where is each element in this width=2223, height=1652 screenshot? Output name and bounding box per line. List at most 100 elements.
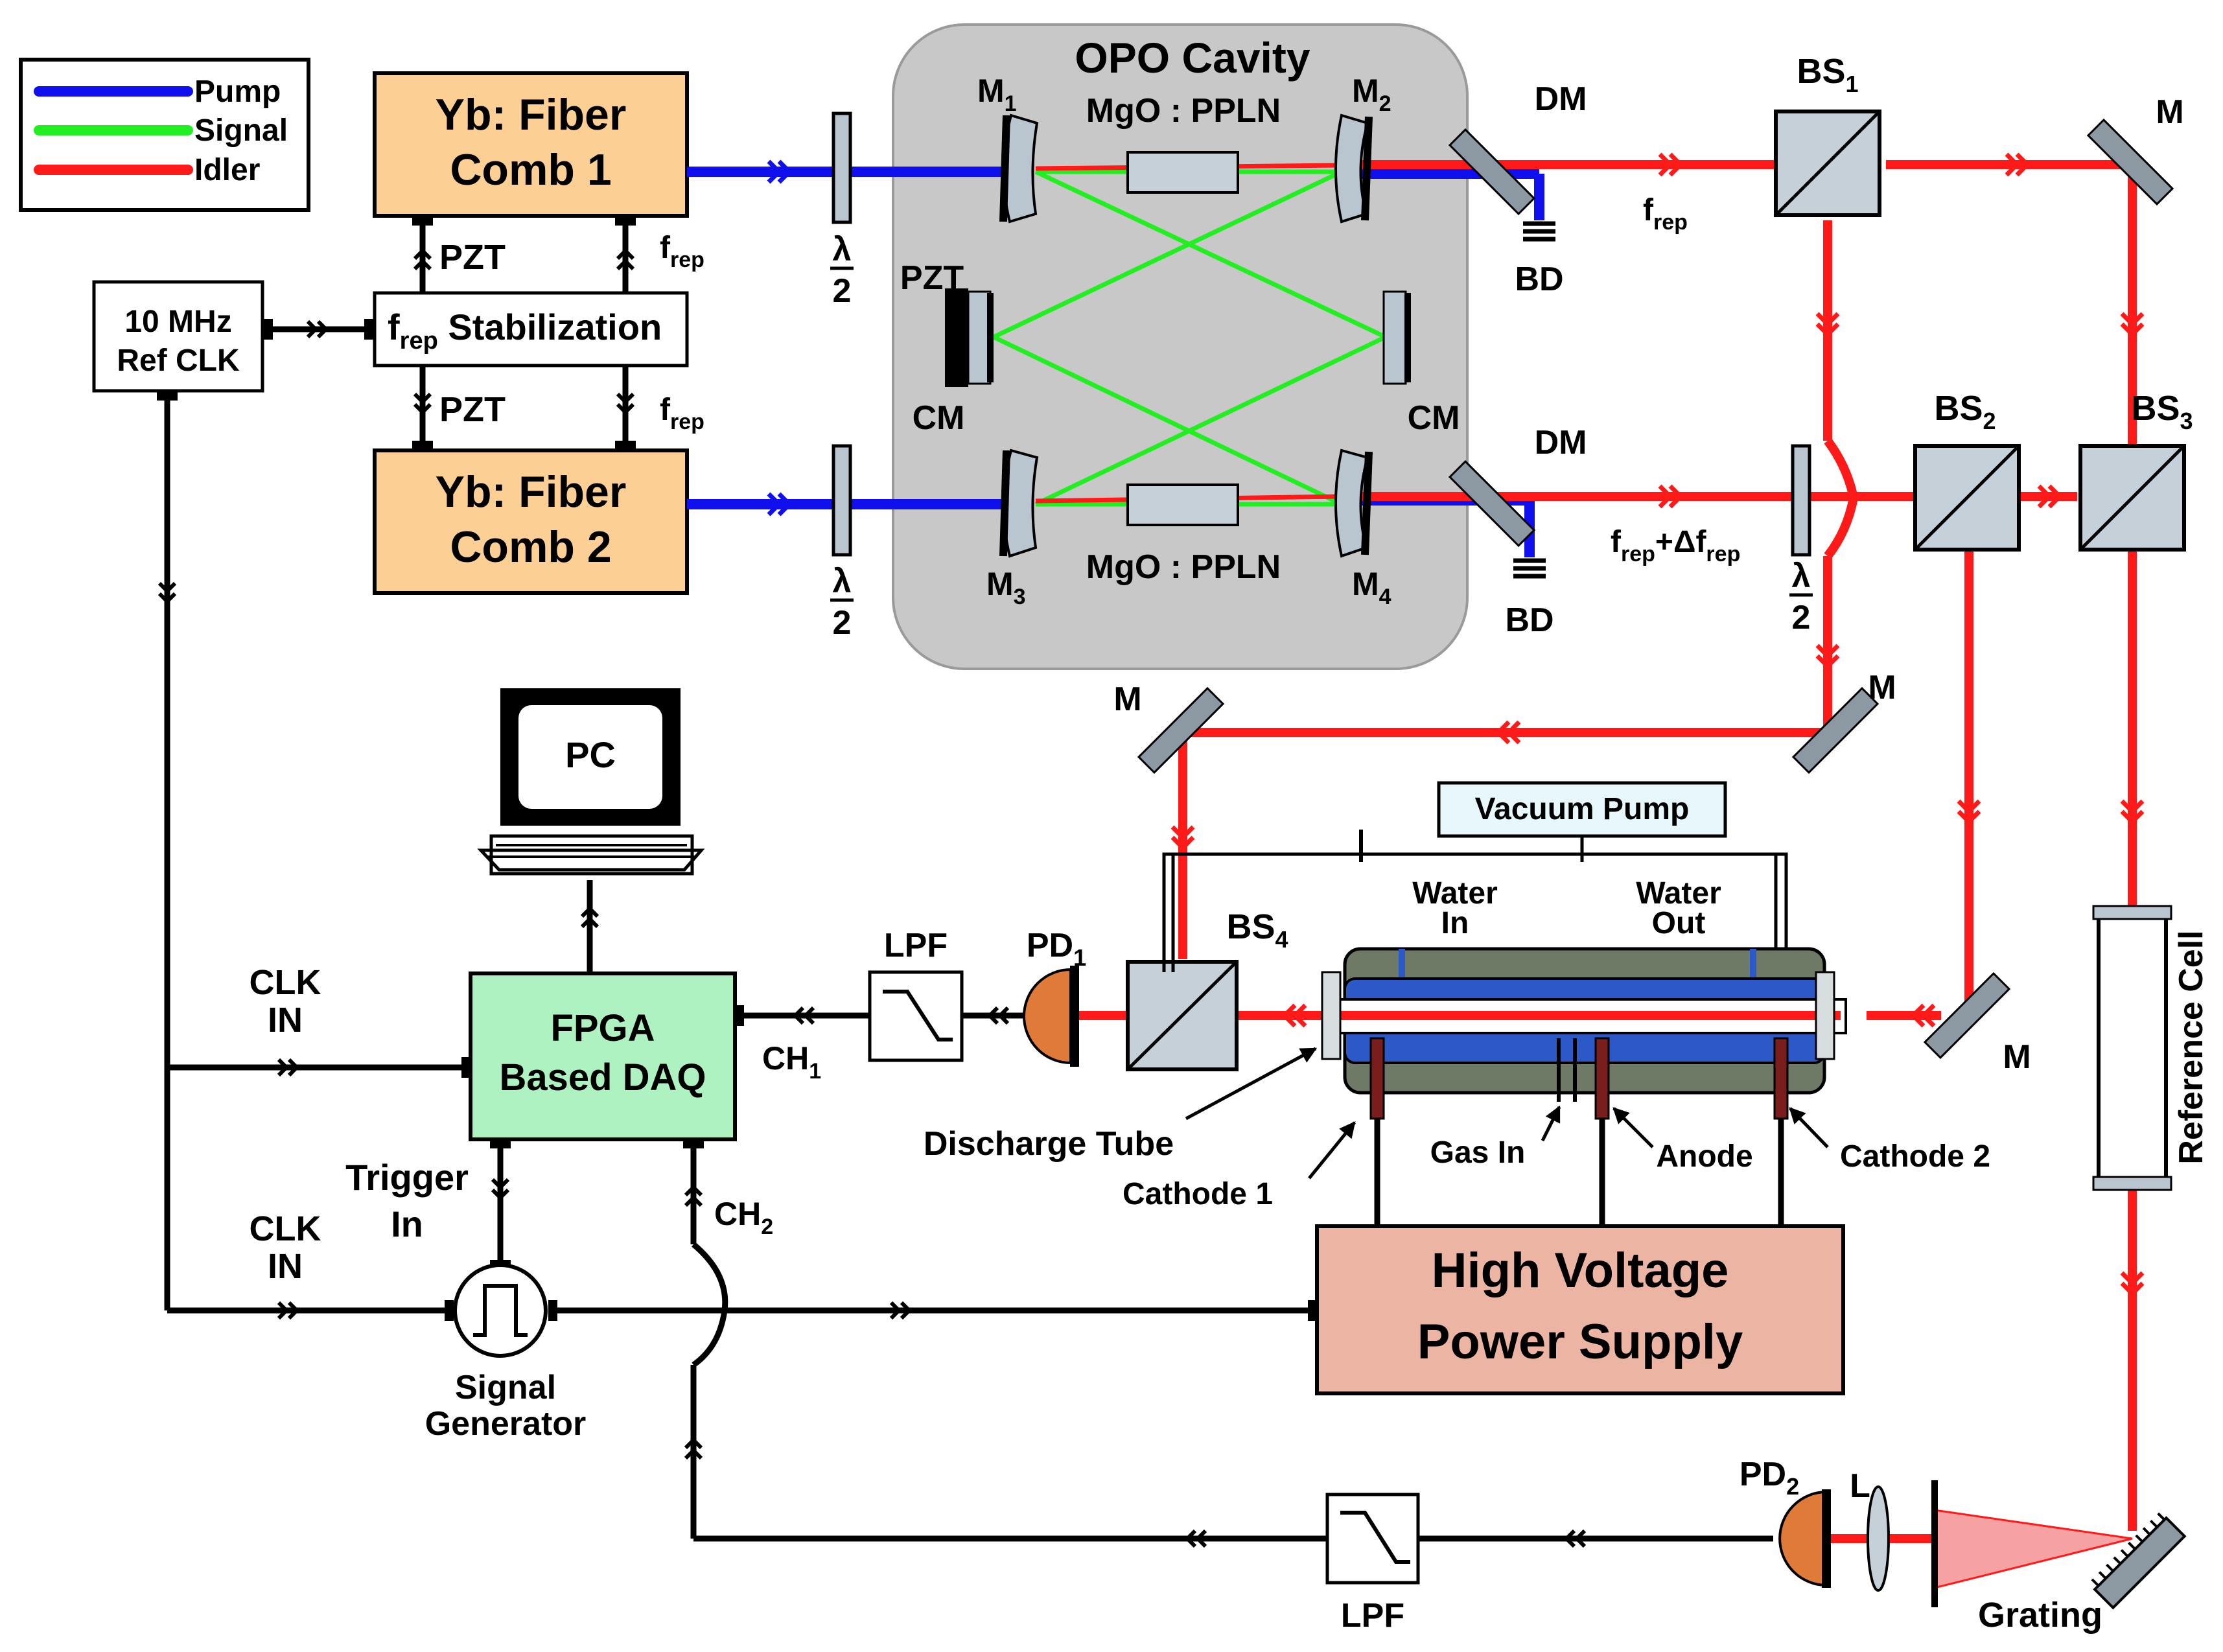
legend-signal: Signal: [194, 113, 288, 148]
hv-line2: Power Supply: [1417, 1314, 1743, 1369]
bs3-label: BS3: [2131, 389, 2193, 434]
bs2-label: BS2: [1934, 389, 1996, 434]
mirror-m3-label: M3: [986, 566, 1026, 609]
direction-chevron: [616, 258, 635, 271]
direction-chevron: [889, 1301, 902, 1320]
ppln-crystal-1: [1126, 151, 1239, 194]
anode-electrode: [1594, 1037, 1610, 1120]
vacuum-pump-box: [1437, 781, 1727, 838]
mirror-m1-label: M1: [977, 73, 1017, 116]
cm-left-label: CM: [913, 399, 965, 437]
direction-chevron: [413, 258, 432, 271]
ppln-label-1: MgO : PPLN: [1086, 92, 1281, 130]
mirror-top-right: [2086, 118, 2174, 206]
pzt-label-top: PZT: [439, 238, 506, 277]
direction-chevron: [157, 581, 177, 594]
comb2-line1: Yb: Fiber: [436, 467, 627, 517]
direction-chevron: [1184, 1529, 1197, 1548]
pc-computer: [477, 688, 705, 876]
ch2-label: CH2: [714, 1196, 773, 1239]
frep-stabilization-box: [373, 291, 689, 367]
direction-chevron: [1574, 1529, 1587, 1548]
direction-chevron: [1920, 1003, 1936, 1028]
frep-beam-label: frep: [1643, 193, 1688, 235]
direction-chevron: [900, 1301, 913, 1320]
daq-line1: FPGA: [550, 1007, 655, 1049]
discharge-tube-label: Discharge Tube: [924, 1125, 1174, 1163]
legend: Pump Signal Idler: [19, 58, 310, 212]
direction-chevron: [2120, 1271, 2145, 1286]
mirror-m4: [1334, 448, 1369, 558]
direction-chevron: [1910, 1003, 1926, 1028]
direction-chevron: [2120, 809, 2145, 825]
direction-chevron: [1658, 152, 1673, 177]
lens-label: L: [1850, 1467, 1870, 1505]
grating: [2091, 1512, 2187, 1610]
direction-chevron: [287, 1058, 300, 1077]
low-pass-filter-1: [868, 970, 964, 1062]
direction-chevron: [777, 159, 793, 184]
fpga-daq: [469, 971, 737, 1141]
tube-window-left: [1321, 971, 1342, 1060]
cathode-1-electrode: [1369, 1037, 1385, 1120]
direction-chevron: [277, 1301, 290, 1320]
half-wave-label-3: λ2: [1789, 557, 1813, 636]
direction-chevron: [2047, 484, 2063, 509]
pd1-label: PD1: [1027, 927, 1086, 971]
direction-chevron: [413, 402, 432, 415]
bs4-label: BS4: [1226, 907, 1288, 953]
high-voltage-power-supply: [1315, 1224, 1845, 1395]
direction-chevron: [1957, 799, 1981, 815]
direction-chevron: [1506, 720, 1521, 745]
direction-chevron: [580, 916, 599, 929]
direction-chevron: [792, 1006, 805, 1025]
direction-chevron: [2005, 152, 2020, 177]
pzt-actuator: [945, 288, 968, 387]
direction-chevron: [986, 1006, 999, 1025]
photodiode-2: [1778, 1490, 1828, 1587]
pc-label: PC: [565, 734, 616, 775]
direction-chevron: [1495, 720, 1511, 745]
hv-line1: High Voltage: [1432, 1243, 1729, 1298]
opo-pzt-label: PZT: [900, 259, 964, 297]
direction-chevron: [2120, 312, 2145, 327]
direction-chevron: [802, 1006, 815, 1025]
direction-chevron: [1815, 654, 1840, 669]
direction-chevron: [1815, 312, 1840, 327]
frep-label-bottom: frep: [660, 393, 704, 434]
mirror-label-top-right: M: [2156, 93, 2183, 131]
svg-text:2: 2: [1792, 599, 1811, 636]
direction-chevron: [616, 392, 635, 405]
reference-cell-label: Reference Cell: [2172, 930, 2210, 1164]
direction-chevron: [1170, 835, 1195, 851]
lpf1-label: LPF: [884, 927, 948, 964]
dm-label-2: DM: [1535, 424, 1587, 461]
mirror-m4-label: M4: [1352, 566, 1391, 609]
direction-chevron: [580, 905, 599, 918]
direction-chevron: [413, 248, 432, 261]
half-wave-plate-2: [832, 444, 852, 557]
svg-text:2: 2: [833, 604, 852, 642]
vacuum-pump-label: Vacuum Pump: [1475, 792, 1690, 826]
mirror-m2: [1334, 113, 1369, 224]
bd-label-top: BD: [1515, 261, 1563, 298]
direction-chevron: [1194, 1529, 1207, 1548]
direction-chevron: [1668, 152, 1684, 177]
cathode-1-label: Cathode 1: [1123, 1177, 1273, 1211]
bd-label-bottom: BD: [1505, 601, 1554, 639]
curved-mirror-right: [1382, 290, 1407, 385]
direction-chevron: [767, 159, 782, 184]
cathode-2-electrode: [1773, 1037, 1789, 1120]
grating-label: Grating: [1978, 1596, 2102, 1635]
comb1-line1: Yb: Fiber: [436, 90, 627, 139]
mirror-mid-left: [1137, 686, 1225, 774]
cm-right-label: CM: [1408, 399, 1460, 437]
svg-text:2: 2: [833, 272, 852, 310]
lens: [1867, 1485, 1890, 1592]
signal-generator: [453, 1263, 548, 1358]
direction-chevron: [287, 1301, 300, 1320]
direction-chevron: [684, 1437, 703, 1450]
reference-cell: [2097, 908, 2168, 1188]
